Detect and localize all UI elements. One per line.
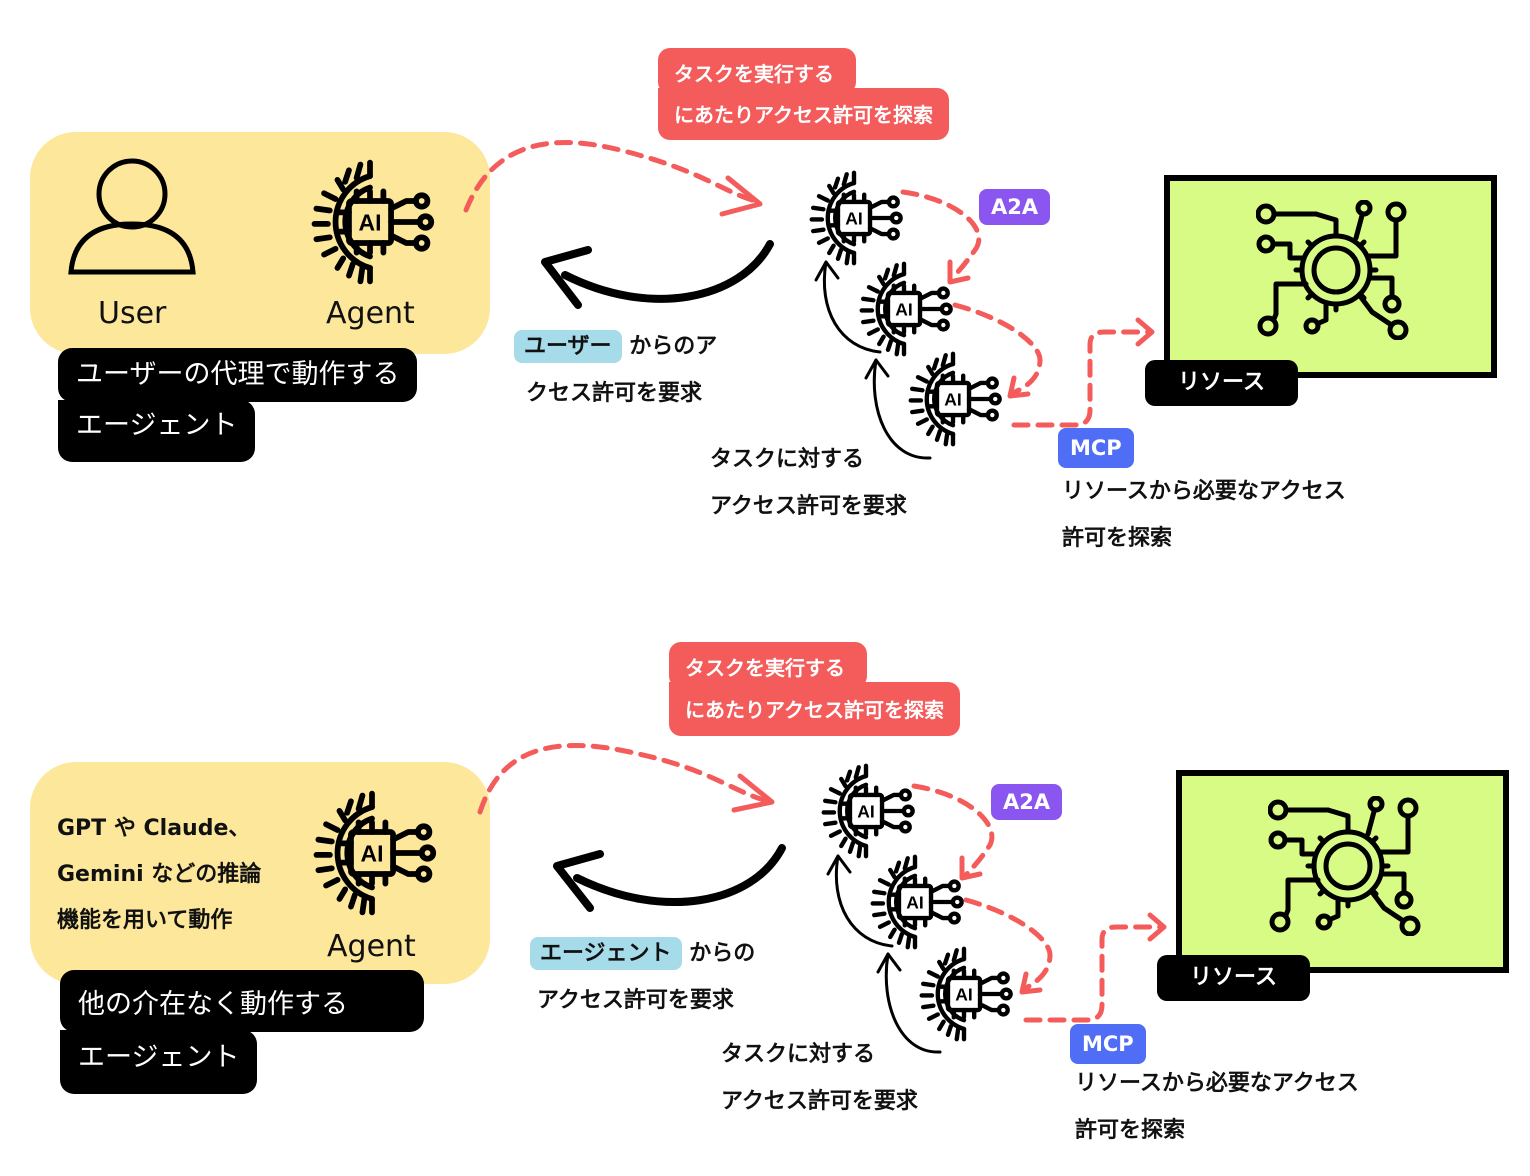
top-mcp-badge: MCP xyxy=(1058,428,1134,468)
bottom-a2a-arrow-2 xyxy=(963,897,1053,991)
bottom-return-arrow xyxy=(573,844,786,906)
top-a2a-badge: A2A xyxy=(979,189,1051,225)
top-user-label: User xyxy=(98,296,167,331)
top-mcp-line1: リソースから必要なアクセス xyxy=(1062,479,1346,504)
top-task-line1: タスクに対する xyxy=(710,447,865,472)
bottom-desc-line2: エージェント xyxy=(60,1030,258,1094)
bottom-mcp-line1: リソースから必要なアクセス xyxy=(1075,1071,1359,1096)
top-request-highlight: ユーザー xyxy=(514,330,622,363)
bottom-delegate-arrow xyxy=(477,743,767,815)
bottom-mcp-badge: MCP xyxy=(1070,1024,1146,1064)
bottom-desc-line1: 他の介在なく動作する xyxy=(60,970,424,1032)
bottom-search-line1: タスクを実行する xyxy=(669,642,867,688)
top-a2a-arrow-2 xyxy=(952,302,1043,395)
bottom-mcp-line2: 許可を探索 xyxy=(1075,1118,1186,1143)
top-desc-line2: エージェント xyxy=(58,400,256,462)
bottom-a2a-badge: A2A xyxy=(991,784,1063,820)
top-mcp-line2: 許可を探索 xyxy=(1062,526,1173,551)
top-resource-monitor xyxy=(1164,175,1497,378)
top-mcp-arrow xyxy=(1011,329,1153,428)
bottom-request-line1-rest: からの xyxy=(689,941,756,966)
bottom-resource-label: リソース xyxy=(1157,955,1310,1001)
bottom-search-line2: にあたりアクセス許可を探索 xyxy=(669,682,960,736)
top-a2a-arrow-1 xyxy=(900,189,982,281)
bottom-resource-monitor xyxy=(1176,770,1509,973)
bottom-model-line1: GPT や Claude、 xyxy=(57,816,251,841)
bottom-a2a-arrow-1 xyxy=(911,783,995,878)
top-desc-line1: ユーザーの代理で動作する xyxy=(58,348,418,402)
top-request-line1-rest: からのア xyxy=(629,334,718,359)
bottom-request-highlight: エージェント xyxy=(530,937,682,970)
bottom-request-line2: アクセス許可を要求 xyxy=(537,988,734,1013)
top-task-line2: アクセス許可を要求 xyxy=(710,494,907,519)
top-search-line1: タスクを実行する xyxy=(658,48,856,94)
top-request-line2: クセス許可を要求 xyxy=(526,381,703,406)
top-delegate-arrow xyxy=(463,140,755,213)
bottom-task-line2: アクセス許可を要求 xyxy=(721,1089,918,1114)
top-search-line2: にあたりアクセス許可を探索 xyxy=(658,88,949,140)
top-resource-label: リソース xyxy=(1145,360,1298,406)
top-agent-label: Agent xyxy=(326,296,415,331)
top-request-line1: ユーザー からのア xyxy=(514,323,717,370)
bottom-model-line3: 機能を用いて動作 xyxy=(57,908,233,933)
top-return-arrow xyxy=(561,240,774,303)
bottom-task-line1: タスクに対する xyxy=(721,1042,876,1067)
bottom-model-line2: Gemini などの推論 xyxy=(57,862,262,887)
bottom-request-line1: エージェント からの xyxy=(530,930,755,977)
bottom-agent-label: Agent xyxy=(327,929,416,964)
bottom-mcp-arrow xyxy=(1023,924,1165,1023)
